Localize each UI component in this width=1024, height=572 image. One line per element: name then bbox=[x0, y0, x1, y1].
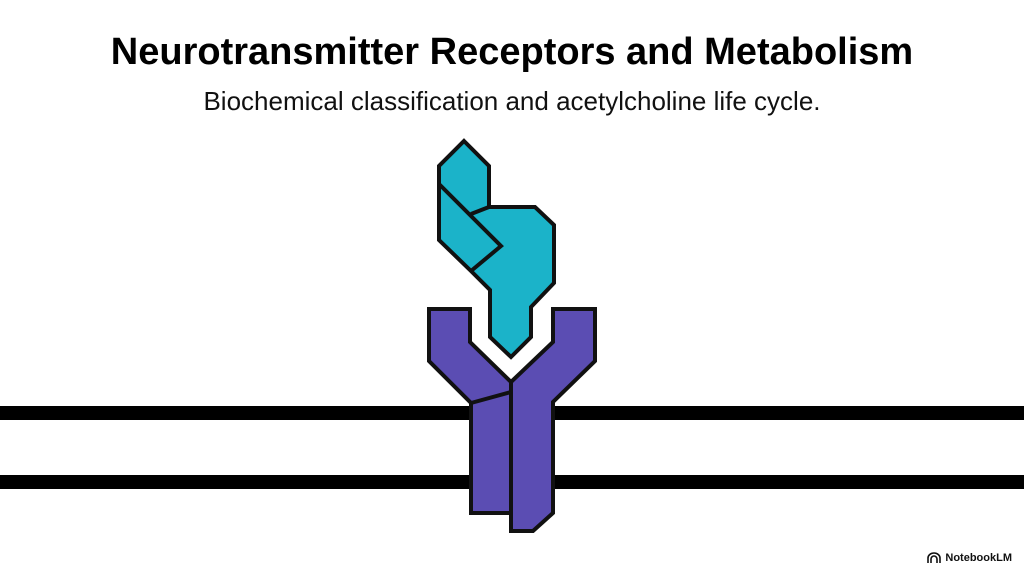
page-title: Neurotransmitter Receptors and Metabolis… bbox=[110, 31, 914, 73]
brand-watermark: NotebookLM bbox=[927, 550, 1012, 566]
ligand-notch-line bbox=[470, 205, 490, 216]
receptor-right-subunit bbox=[509, 307, 597, 533]
notebooklm-logo-icon bbox=[927, 552, 942, 563]
brand-name: NotebookLM bbox=[945, 552, 1012, 564]
neurotransmitter-ligand-icon bbox=[437, 138, 556, 360]
ligand-fold-line bbox=[437, 182, 504, 273]
page-subtitle: Biochemical classification and acetylcho… bbox=[203, 86, 821, 116]
receptor-divider bbox=[470, 390, 512, 405]
membrane-receptor-icon bbox=[427, 307, 597, 533]
